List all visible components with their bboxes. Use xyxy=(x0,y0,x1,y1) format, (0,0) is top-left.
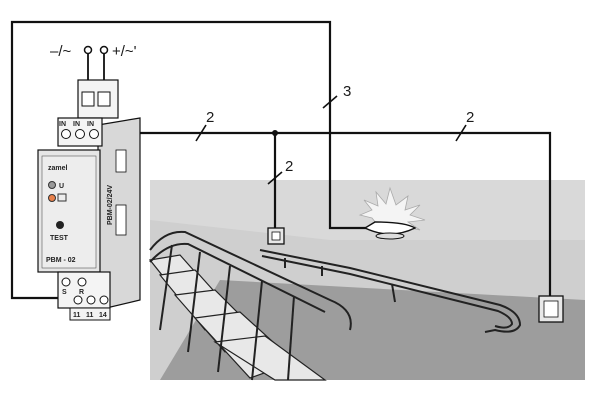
supply-minus-label: –/~ xyxy=(50,43,72,60)
in-wire-label: 2 xyxy=(206,109,214,126)
switch2-wire-label: 2 xyxy=(466,109,474,126)
switch1-wire-label: 2 xyxy=(285,158,293,175)
supply-plus-terminal xyxy=(99,45,109,55)
switch-near-icon xyxy=(267,227,285,245)
supply-minus-terminal xyxy=(83,45,93,55)
relay-symbol-icon xyxy=(57,193,67,202)
relay-s: S xyxy=(62,289,67,296)
lamp-wire xyxy=(10,20,375,300)
staircase xyxy=(148,254,327,381)
relay-t11b: 11 xyxy=(86,312,94,319)
ceiling-lamp-icon xyxy=(358,186,426,240)
wire-ticks xyxy=(195,95,467,185)
junction-dot xyxy=(272,130,278,136)
handrail-wall xyxy=(259,249,522,333)
relay-in-3: IN xyxy=(87,121,94,128)
led-relay xyxy=(48,194,56,202)
supply-plus-label: +/~' xyxy=(112,43,137,60)
test-button[interactable] xyxy=(56,221,64,229)
lamp-wire-label: 3 xyxy=(343,83,351,100)
switch-far-icon xyxy=(538,295,564,323)
wiring xyxy=(10,20,552,300)
handrail-left xyxy=(149,230,352,381)
test-label: TEST xyxy=(50,235,69,242)
led-u-label: U xyxy=(59,183,64,190)
relay-model: PBM - 02 xyxy=(46,257,76,264)
relay-r: R xyxy=(79,289,84,296)
relay-in-2: IN xyxy=(73,121,80,128)
relay-brand: zamel xyxy=(48,165,68,172)
relay-side-text: PBM-02/24V xyxy=(107,185,114,225)
relay-device: IN IN IN zamel U TEST PBM - 02 PBM-02/24… xyxy=(37,79,141,321)
relay-t14: 14 xyxy=(99,312,107,319)
relay-in-1: IN xyxy=(59,121,66,128)
led-u xyxy=(48,181,56,189)
in-wire xyxy=(96,131,552,296)
wall-shade xyxy=(150,180,585,240)
relay-t11a: 11 xyxy=(73,312,81,319)
